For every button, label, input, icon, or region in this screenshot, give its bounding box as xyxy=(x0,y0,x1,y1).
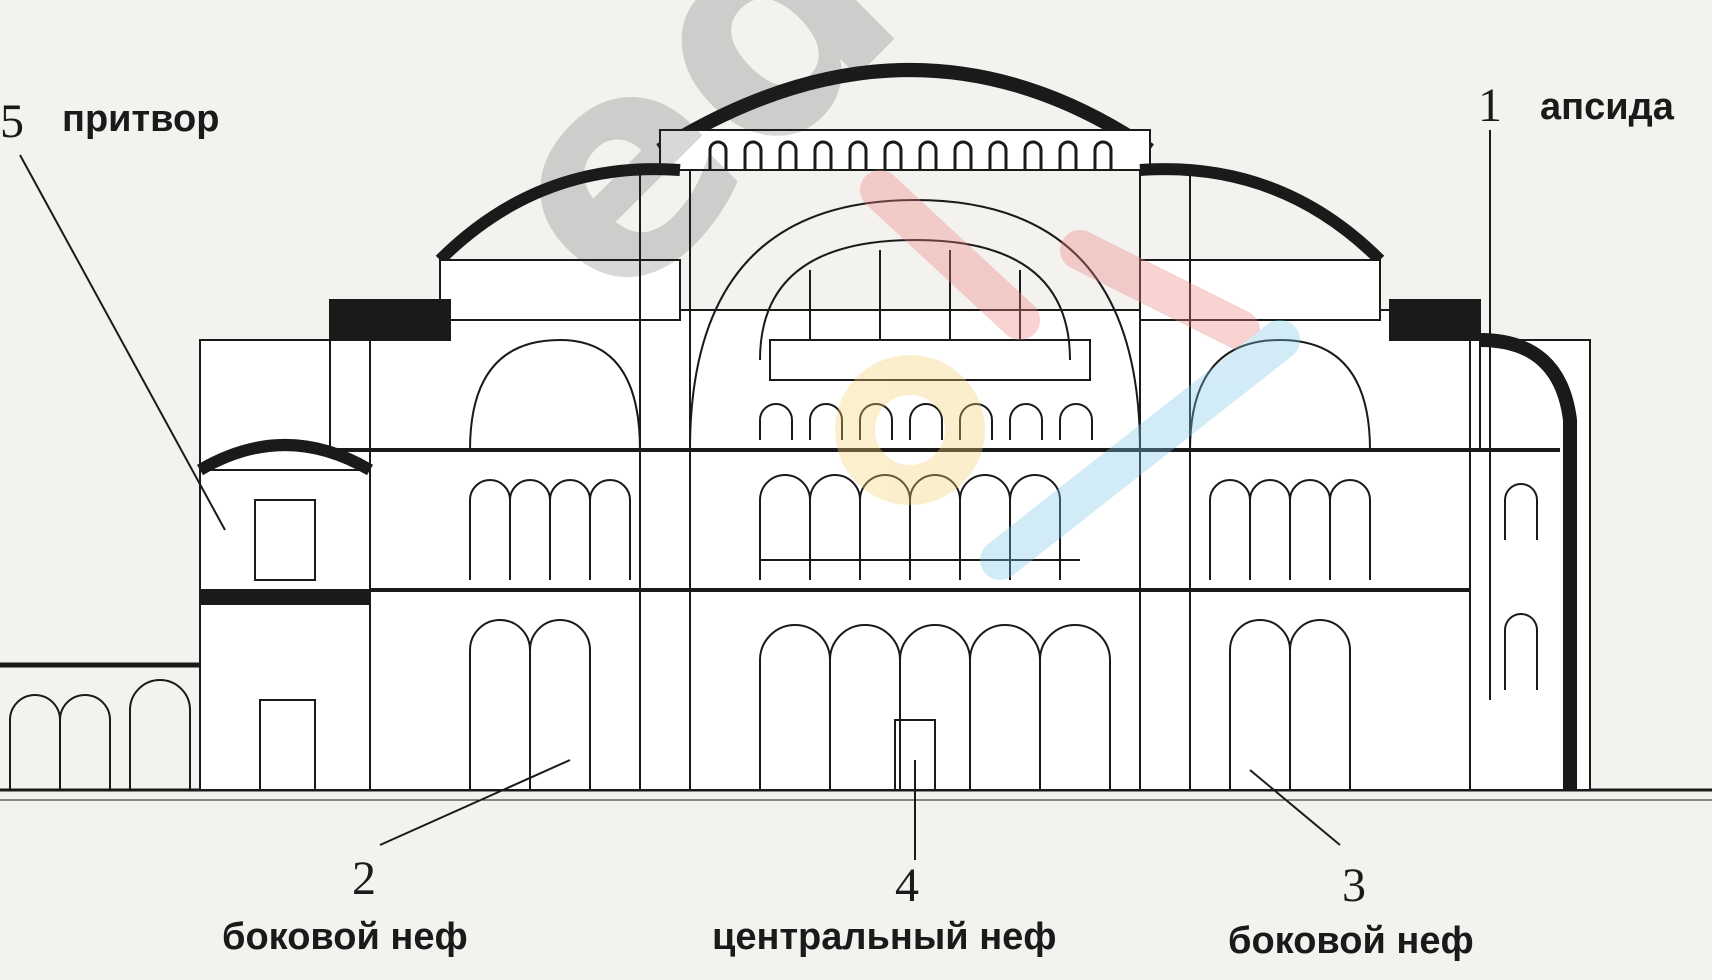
label-aisle-left-number: 2 xyxy=(352,852,376,905)
leader-5 xyxy=(19,154,226,531)
left-aisle xyxy=(469,479,631,790)
apse-wall xyxy=(1479,333,1577,790)
narthex-block xyxy=(199,469,371,791)
label-aisle-left-text: боковой неф xyxy=(222,916,468,958)
label-central-nave-text: центральный неф xyxy=(712,916,1057,958)
label-narthex-number: 5 xyxy=(0,95,24,148)
dome-windows xyxy=(708,140,1113,170)
left-half-dome xyxy=(435,163,681,265)
label-apse-number: 1 xyxy=(1478,79,1502,132)
exonarthex xyxy=(0,662,200,790)
leader-3 xyxy=(1249,769,1341,846)
watermark-shapes xyxy=(835,170,1300,580)
right-aisle xyxy=(1209,479,1371,790)
central-dome xyxy=(656,63,1154,156)
label-aisle-right-number: 3 xyxy=(1342,859,1366,912)
label-central-nave-number: 4 xyxy=(895,859,919,912)
label-aisle-right-text: боковой неф xyxy=(1228,920,1474,962)
label-narthex-text: притвор xyxy=(62,98,220,140)
great-arch xyxy=(689,198,1141,451)
leader-2 xyxy=(379,759,571,846)
label-apse-text: апсида xyxy=(1540,86,1674,128)
right-half-dome xyxy=(1139,163,1385,265)
